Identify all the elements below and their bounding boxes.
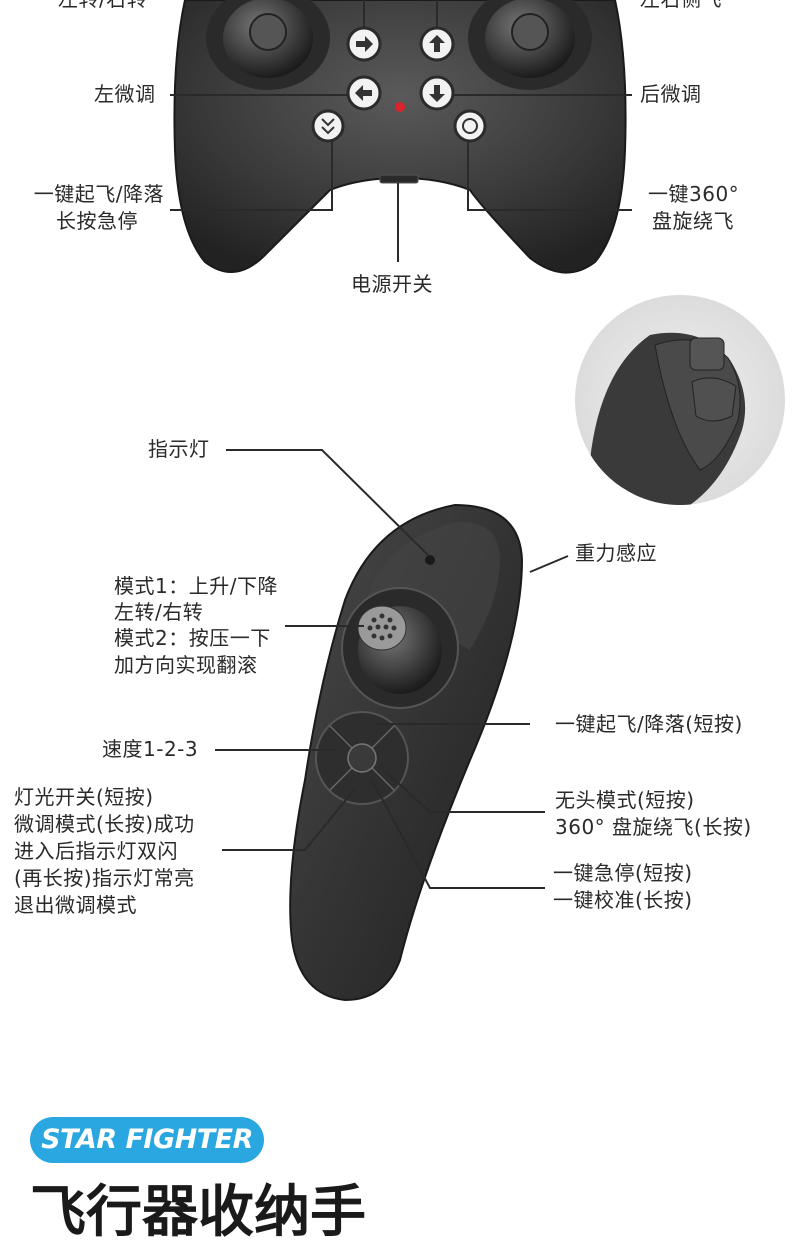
- headless-label-1: 无头模式(短按): [555, 788, 695, 812]
- takeoff-label-line1: 一键起飞/降落: [33, 182, 164, 206]
- side-view-inset: [575, 295, 785, 505]
- wand-takeoff-label: 一键起飞/降落(短按): [555, 712, 743, 736]
- arrow-down-icon: [429, 85, 445, 102]
- left-trim-label: 左微调: [94, 82, 156, 106]
- joystick-label-1: 模式1：上升/下降: [114, 574, 278, 598]
- headless-label-2: 360° 盘旋绕飞(长按): [555, 815, 752, 839]
- arrow-left-icon: [355, 85, 372, 101]
- speed-label: 速度1-2-3: [102, 737, 199, 761]
- stop-label-2: 一键校准(长按): [553, 888, 693, 912]
- top-right-label: 左右侧飞: [640, 0, 722, 13]
- gamepad-controller: [173, 0, 627, 274]
- stop-label-1: 一键急停(短按): [553, 861, 693, 885]
- brand-badge: STAR FIGHTER: [30, 1117, 264, 1163]
- indicator-label: 指示灯: [148, 437, 210, 461]
- wand-leader-lines: [215, 449, 569, 889]
- light-label-3: 进入后指示灯双闪: [14, 839, 178, 863]
- joystick-label-3: 模式2：按压一下: [114, 626, 271, 650]
- arrow-up-icon: [429, 35, 445, 52]
- gamepad-leader-lines: [170, 0, 632, 262]
- spin-label-line2: 盘旋绕飞: [652, 209, 734, 233]
- section-title: 飞行器收纳手: [30, 1180, 366, 1245]
- product-illustration: [170, 0, 785, 1002]
- back-trim-label: 后微调: [640, 82, 702, 106]
- power-switch-label: 电源开关: [351, 272, 433, 296]
- gravity-label: 重力感应: [575, 541, 657, 565]
- takeoff-label-line2: 长按急停: [56, 209, 138, 233]
- top-left-label: 左转/右转: [58, 0, 147, 13]
- wand-controller: [289, 503, 524, 1002]
- light-label-1: 灯光开关(短按): [14, 785, 154, 809]
- light-label-5: 退出微调模式: [14, 893, 137, 917]
- spin-label-line1: 一键360°: [648, 182, 740, 206]
- light-label-2: 微调模式(长按)成功: [14, 812, 195, 836]
- rotate-360-icon: [462, 118, 478, 134]
- light-label-4: (再长按)指示灯常亮: [14, 866, 195, 890]
- joystick-label-2: 左转/右转: [114, 600, 204, 624]
- takeoff-land-icon: [321, 118, 335, 135]
- joystick-label-4: 加方向实现翻滚: [114, 653, 258, 677]
- arrow-right-icon: [356, 36, 373, 52]
